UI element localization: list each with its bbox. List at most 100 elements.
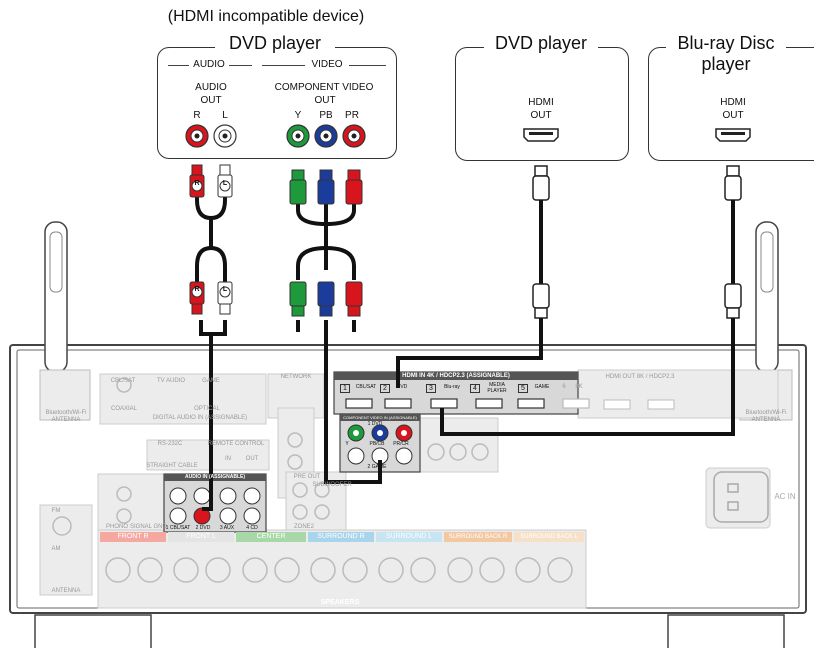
audio-in-panel (163, 473, 267, 533)
audio-plug-r-bottom (189, 281, 205, 315)
audio-plug-l-bottom (217, 281, 233, 315)
hdmi-in-1-name: CBL/SAT (355, 384, 377, 390)
video-y-label: Y (294, 110, 302, 121)
hdmi-in-6-num: 6 (562, 384, 566, 390)
zone2-label: ZONE2 (293, 524, 314, 530)
hdmi-in-1-num: 1 (340, 384, 350, 393)
incompatible-note: (HDMI incompatible device) (167, 8, 365, 25)
audio-header: AUDIO (189, 59, 229, 71)
ac-in-label: AC IN (774, 492, 796, 501)
speaker-center: CENTER (236, 532, 306, 542)
rs232c-label: RS-232C (157, 441, 183, 447)
hdmi-port-bluray-device (715, 128, 751, 142)
hdmi-cable-dvd (396, 165, 550, 388)
hdmi-cable-bluray (440, 165, 742, 436)
video-header: VIDEO (305, 59, 349, 71)
component-plug-y-bottom (289, 281, 307, 317)
audio-r-label: R (193, 110, 201, 121)
ac-inlet (713, 471, 769, 523)
dvd-player-left-title: DVD player (215, 33, 335, 54)
audio-in-header: AUDIO IN (ASSIGNABLE) (185, 474, 245, 480)
remote-out-label: OUT (245, 456, 259, 462)
bt-antenna-label-right-2: ANTENNA (751, 417, 781, 423)
component-video-in-panel (339, 413, 421, 473)
plug-letter-l-top: L (222, 180, 228, 187)
hdmi-in-4-name: MEDIA PLAYER (487, 382, 507, 394)
antenna-left (39, 221, 91, 421)
component-ch-pb: PB/CB (369, 441, 385, 447)
am-label: AM (51, 546, 61, 552)
hdmi-in-2-num: 2 (380, 384, 390, 393)
component-header: COMPONENT VIDEO IN (ASSIGNABLE) (343, 415, 417, 420)
component-plug-pb-top (317, 169, 335, 205)
hdmi-out-faded-ports (603, 399, 675, 410)
speaker-surround-back-r: SURROUND BACK R (444, 532, 512, 542)
straight-cable-label: STRAIGHT CABLE (146, 463, 198, 469)
hdmi-in-ports (345, 398, 590, 409)
plug-letter-r-top: R (194, 180, 200, 187)
audio-in-1: 1 CBL/SAT (165, 525, 191, 531)
component-plug-y-top (289, 169, 307, 205)
receiver-faded-jacks (52, 377, 489, 536)
bt-antenna-label-1: Bluetooth/Wi-Fi (45, 410, 87, 416)
speakers-label: SPEAKERS (320, 599, 360, 606)
component-plug-pr-top (345, 169, 363, 205)
game-digital-label: GAME (202, 378, 220, 384)
antenna-label: ANTENNA (51, 588, 81, 594)
hdmi-in-6-name: 8K (575, 384, 583, 390)
hdmi-in-header: HDMI IN 4K / HDCP2.3 (ASSIGNABLE) (402, 373, 510, 379)
speaker-front-r: FRONT R (100, 532, 166, 542)
audio-cable (195, 170, 227, 511)
audio-l-label: L (222, 110, 228, 121)
fm-label: FM (51, 508, 61, 514)
video-out-label-2: OUT (314, 95, 336, 106)
hdmi-out-header: HDMI OUT 8K / HDCP2.3 (605, 374, 675, 380)
subwoofer-label: SUBWOOFER (312, 482, 352, 488)
audio-in-3: 3 AUX (219, 525, 235, 531)
optical-label: OPTICAL (194, 406, 220, 412)
video-pr-label: PR (345, 110, 359, 121)
rca-jack-audio-r (185, 124, 209, 148)
mid-hdmi-out-label-2: OUT (530, 110, 552, 121)
plug-letter-l-bottom: L (222, 286, 228, 293)
speaker-surround-l: SURROUND L (376, 532, 442, 542)
audio-plug-r-top (189, 164, 205, 198)
speaker-surround-r: SURROUND R (308, 532, 374, 542)
signal-gnd-label: SIGNAL GND (130, 524, 167, 530)
speaker-terminals (105, 557, 573, 583)
hdmi-in-2-name: DVD (396, 384, 408, 390)
audio-out-label-2: OUT (200, 95, 222, 106)
hdmi-port-mid-device (523, 128, 559, 142)
component-ch-y: Y (345, 441, 349, 447)
rca-jack-audio-l (213, 124, 237, 148)
hdmi-in-3-name: Blu-ray (444, 384, 460, 390)
plug-letter-r-bottom: R (194, 286, 200, 293)
digital-audio-label: DIGITAL AUDIO IN (ASSIGNABLE) (152, 415, 248, 421)
coaxial-label: COAXIAL (110, 406, 137, 412)
bt-antenna-label-right-1: Bluetooth/Wi-Fi (745, 410, 787, 416)
hdmi-in-5-num: 5 (518, 384, 528, 393)
rca-jack-video-y (286, 124, 310, 148)
audio-in-2: 2 DVD (195, 525, 211, 531)
speaker-front-l: FRONT L (168, 532, 234, 542)
component-cable (296, 200, 382, 484)
rca-jack-video-pr (342, 124, 366, 148)
video-pb-label: PB (319, 110, 333, 121)
bluray-player-panel (648, 47, 814, 161)
component-ch-pr: PR/CR (393, 441, 409, 447)
dvd-player-mid-title: DVD player (484, 33, 598, 54)
remote-in-label: IN (225, 456, 231, 462)
hdmi-in-panel (333, 371, 579, 415)
network-label: NETWORK (280, 374, 312, 380)
rca-jack-video-pb (314, 124, 338, 148)
hdmi-in-4-num: 4 (470, 384, 480, 393)
component-sub-2: 2 GAME (367, 464, 387, 470)
bluray-title-2: player (701, 54, 751, 74)
audio-in-4: 4 CD (246, 525, 258, 531)
remote-control-label: REMOTE CONTROL (207, 441, 265, 447)
bt-antenna-label-2: ANTENNA (51, 417, 81, 423)
audio-plug-l-top (217, 164, 233, 198)
cbl-sat-digital-label: CBL/SAT (110, 378, 136, 384)
tv-audio-label: TV AUDIO (156, 378, 185, 384)
